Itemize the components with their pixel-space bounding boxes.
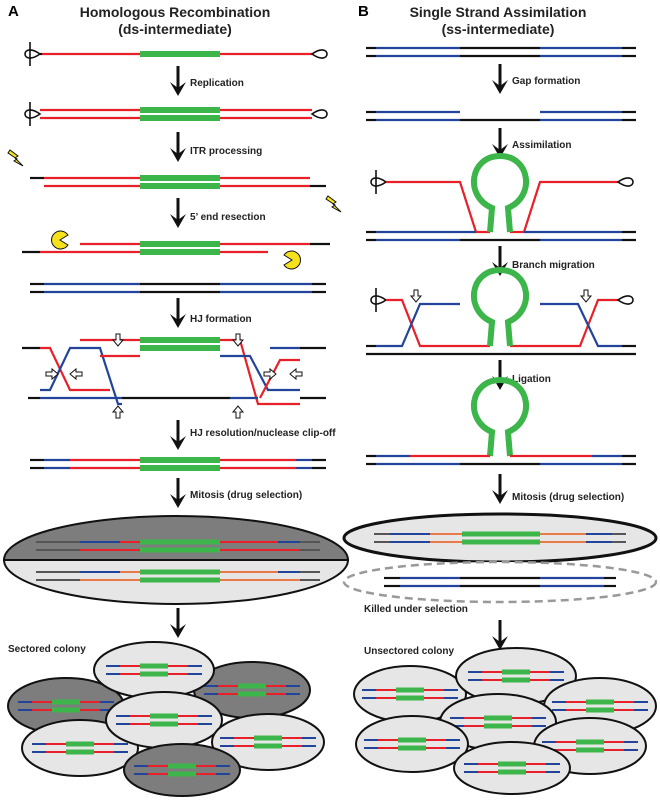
a-sectored-colony (7, 641, 325, 797)
step-itr-processing: ITR processing (190, 146, 262, 157)
itr-hairpin-icon (370, 287, 387, 313)
step-mitosis-b: Mitosis (drug selection) (512, 492, 624, 503)
down-arrow-icon (490, 618, 510, 652)
itr-hairpin-icon (311, 109, 328, 119)
hollow-arrow-icon (112, 405, 124, 419)
lightning-icon (7, 149, 24, 167)
hollow-arrow-icon (410, 289, 422, 303)
down-arrow-icon (168, 476, 188, 510)
colony-cell (105, 691, 223, 749)
down-arrow-icon (490, 62, 510, 96)
step-hj-formation: HJ formation (190, 314, 252, 325)
b-unsectored-colony (353, 647, 657, 795)
a-itr-processed (7, 149, 342, 213)
a-resected (22, 230, 330, 270)
step-end-resection: 5’ end resection (190, 212, 266, 223)
step-branch-migration: Branch migration (512, 260, 595, 271)
lightning-icon (325, 195, 342, 213)
b-gap-locus (366, 110, 636, 122)
b-target-locus (366, 46, 636, 58)
hollow-arrow-icon (69, 368, 83, 380)
hollow-arrow-icon (580, 289, 592, 303)
itr-hairpin-icon (311, 49, 328, 59)
pacman-nuclease-icon (283, 250, 301, 270)
a-colony-label: Sectored colony (8, 644, 86, 655)
killed-label: Killed under selection (364, 604, 468, 615)
b-killed-cell (342, 560, 658, 604)
down-arrow-icon (490, 358, 510, 392)
step-replication: Replication (190, 78, 244, 89)
down-arrow-icon (168, 196, 188, 230)
panel-b-letter: B (358, 3, 369, 20)
b-assimilated (366, 152, 636, 242)
step-gap-formation: Gap formation (512, 76, 580, 87)
colony-cell (453, 741, 571, 795)
b-ligated (366, 376, 636, 466)
a-target-locus (30, 282, 326, 294)
panel-a-letter: A (8, 3, 19, 20)
itr-hairpin-icon (370, 169, 387, 195)
step-assimilation: Assimilation (512, 140, 571, 151)
itr-hairpin-icon (24, 101, 41, 127)
itr-hairpin-icon (24, 41, 41, 67)
colony-cell (93, 641, 215, 699)
down-arrow-icon (168, 64, 188, 98)
a-resolved (30, 457, 326, 471)
a-replicated-construct (24, 101, 328, 127)
down-arrow-icon (168, 296, 188, 330)
panel-b-title-line2: (ss-intermediate) (442, 21, 555, 37)
panel-b-title-line1: Single Strand Assimilation (410, 4, 587, 20)
a-linear-construct (24, 41, 328, 67)
colony-cell (123, 743, 241, 797)
hollow-arrow-icon (112, 333, 124, 347)
itr-hairpin-icon (617, 295, 634, 305)
colony-cell (21, 719, 139, 777)
down-arrow-icon (490, 472, 510, 506)
down-arrow-icon (168, 418, 188, 452)
panel-a-title-line2: (ds-intermediate) (118, 21, 232, 37)
down-arrow-icon (168, 130, 188, 164)
hollow-arrow-icon (232, 405, 244, 419)
panel-a-title-line1: Homologous Recombination (80, 4, 271, 20)
b-surviving-cell (342, 512, 658, 564)
a-holliday-junctions (22, 333, 326, 419)
colony-cell (355, 715, 469, 773)
step-ligation: Ligation (512, 374, 551, 385)
b-colony-label: Unsectored colony (364, 646, 454, 657)
a-dividing-cell (2, 515, 350, 605)
step-hj-resolution: HJ resolution/nuclease clip-off (190, 428, 336, 439)
itr-hairpin-icon (617, 177, 634, 187)
colony-cell (211, 713, 325, 771)
b-branch-migration (366, 266, 636, 356)
down-arrow-icon (168, 606, 188, 640)
step-mitosis-a: Mitosis (drug selection) (190, 490, 302, 501)
hollow-arrow-icon (289, 368, 303, 380)
pacman-nuclease-icon (51, 230, 69, 250)
